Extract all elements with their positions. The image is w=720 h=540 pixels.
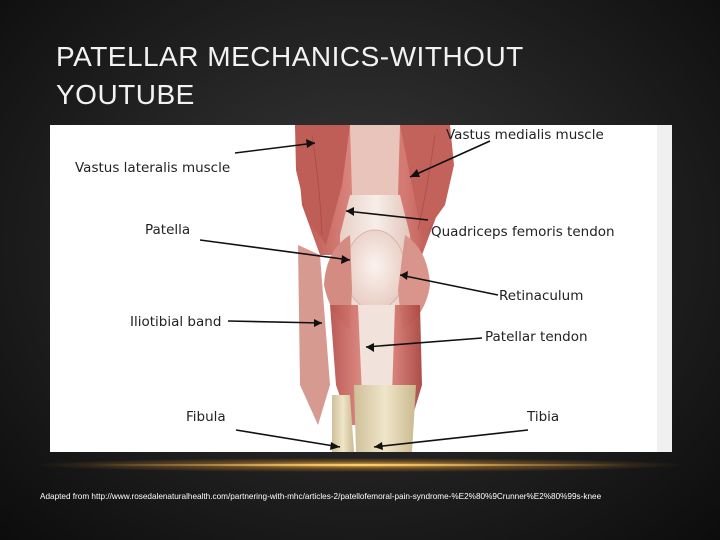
patellar-tendon-shape bbox=[358, 305, 395, 395]
source-caption: Adapted from http://www.rosedalenaturalh… bbox=[40, 492, 602, 501]
iliotibial-band-shape bbox=[298, 245, 330, 425]
pointer-retinaculum bbox=[399, 274, 499, 296]
lower-leg bbox=[298, 245, 422, 452]
pointer-arrowheads bbox=[306, 139, 420, 450]
label-fibula: Fibula bbox=[186, 409, 226, 425]
patella-shape bbox=[344, 229, 406, 311]
label-iliotibial-band: Iliotibial band bbox=[130, 314, 222, 330]
slide-title: PATELLAR MECHANICS-WITHOUT YOUTUBE bbox=[56, 41, 524, 110]
vastus-lateralis-shape bbox=[295, 125, 350, 245]
pointer-vastus-medialis bbox=[409, 140, 491, 178]
figure-margin-strip bbox=[657, 125, 672, 452]
label-vastus-medialis: Vastus medialis muscle bbox=[446, 127, 604, 143]
label-patella: Patella bbox=[145, 222, 191, 238]
label-tibia: Tibia bbox=[527, 409, 560, 425]
pointer-lines bbox=[199, 140, 529, 448]
tibia-shape bbox=[354, 385, 416, 452]
pointer-fibula bbox=[235, 429, 341, 448]
knee-anatomy-figure: Vastus lateralis muscle Vastus medialis … bbox=[50, 125, 672, 452]
thigh-muscles bbox=[295, 125, 454, 255]
knee-anatomy-illustration bbox=[199, 125, 529, 452]
pointer-tibia bbox=[373, 429, 529, 448]
pointer-vastus-lateralis bbox=[234, 142, 316, 154]
pointer-patella bbox=[199, 239, 351, 261]
pointer-quadriceps-tendon bbox=[345, 210, 429, 221]
vastus-medialis-shape bbox=[400, 125, 454, 237]
label-retinaculum: Retinaculum bbox=[499, 288, 584, 304]
accent-glow-line bbox=[90, 464, 630, 466]
pointer-iliotibial-band bbox=[227, 320, 323, 324]
label-vastus-lateralis: Vastus lateralis muscle bbox=[75, 160, 231, 176]
fibula-shape bbox=[332, 395, 354, 452]
label-quadriceps-tendon: Quadriceps femoris tendon bbox=[431, 224, 615, 240]
label-patellar-tendon: Patellar tendon bbox=[485, 329, 588, 345]
pointer-patellar-tendon bbox=[365, 337, 483, 348]
